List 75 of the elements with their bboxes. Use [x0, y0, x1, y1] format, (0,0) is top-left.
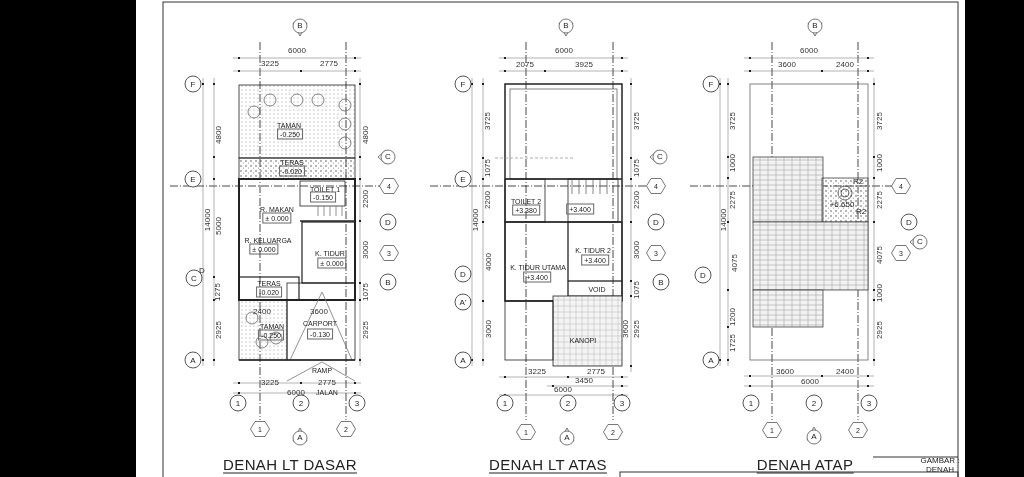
dimension-label: 1000 — [876, 284, 884, 302]
dimension-label: 14000 — [720, 208, 728, 232]
dimension-label: 3925 — [575, 61, 593, 69]
dimension-label: 3600 — [622, 320, 630, 338]
dimension-label: 3225 — [261, 379, 279, 387]
dimension-label: 4075 — [731, 254, 739, 272]
dimension-label: 3725 — [876, 112, 884, 130]
dimension-label: 2925 — [215, 321, 223, 339]
dimension-label: 6000 — [555, 47, 573, 55]
section-marker: C — [377, 146, 399, 168]
dimension-label: 14000 — [204, 208, 212, 232]
dimension-label: 2400 — [836, 368, 854, 376]
dimension-label: 2200 — [484, 191, 492, 209]
section-marker: B — [804, 15, 826, 37]
dimension-label: 6000 — [554, 386, 572, 394]
dimension-label: 3000 — [633, 241, 641, 259]
dimension-label: 6000 — [287, 389, 305, 397]
dimension-label: 1000 — [729, 154, 737, 172]
dimension-label: 3225 — [528, 368, 546, 376]
dimension-label: 2925 — [362, 321, 370, 339]
dimension-label: 2775 — [587, 368, 605, 376]
dimension-label: 3000 — [362, 241, 370, 259]
dimension-label: 4000 — [485, 253, 493, 271]
dimension-label: 2200 — [362, 190, 370, 208]
dimension-label: 2775 — [318, 379, 336, 387]
section-marker: B — [555, 15, 577, 37]
dimension-label: 6000 — [288, 47, 306, 55]
dimension-label: 2400 — [836, 61, 854, 69]
dimension-label: 1075 — [362, 283, 370, 301]
dimension-label: 6000 — [800, 47, 818, 55]
dimension-label: 1725 — [729, 334, 737, 352]
note-label: GAMBAR : — [920, 457, 960, 465]
dimension-label: 3225 — [261, 60, 279, 68]
dimension-label: 2925 — [876, 321, 884, 339]
note-label: R2 — [855, 208, 867, 216]
dimension-label: 3725 — [633, 112, 641, 130]
section-marker: C — [909, 231, 931, 253]
dimension-label: 3725 — [729, 112, 737, 130]
section-marker: B — [289, 15, 311, 37]
dimension-label: 2075 — [516, 61, 534, 69]
dimension-label: 3600 — [776, 368, 794, 376]
dimension-label: 4075 — [876, 246, 884, 264]
note-label: +6.650 — [829, 201, 855, 209]
dimension-label: 3600 — [778, 61, 796, 69]
note-label: R2 — [852, 178, 864, 186]
dimension-label: 3600 — [310, 308, 328, 316]
section-marker: A — [556, 427, 578, 449]
note-label: D — [199, 267, 205, 275]
dimension-label: 14000 — [472, 208, 480, 232]
dimension-label: 5000 — [215, 217, 223, 235]
drawing-title: DENAH LT ATAS — [489, 456, 607, 474]
section-marker: A — [289, 427, 311, 449]
dimension-label: 4800 — [362, 126, 370, 144]
dimension-label: 1075 — [484, 159, 492, 177]
dimension-label: 3000 — [485, 320, 493, 338]
dimension-label: 1075 — [633, 281, 641, 299]
dimension-label: 2200 — [633, 191, 641, 209]
section-marker: A — [803, 426, 825, 448]
dimension-label: 2275 — [729, 191, 737, 209]
dimension-label: 2275 — [876, 191, 884, 209]
dimension-label: 3725 — [484, 112, 492, 130]
drawing-title: DENAH LT DASAR — [223, 456, 357, 474]
dimension-label: 1000 — [876, 154, 884, 172]
note-label: DENAH — [926, 466, 954, 474]
section-marker: C — [649, 146, 671, 168]
dimension-label: 1275 — [214, 283, 222, 301]
drawing-title: DENAH ATAP — [756, 456, 854, 474]
dimension-label: 1200 — [729, 308, 737, 326]
dimension-label: 4800 — [215, 126, 223, 144]
dimension-label: 2925 — [633, 320, 641, 338]
dimension-label: 3450 — [575, 377, 593, 385]
dimension-label: 2775 — [320, 60, 338, 68]
dimension-label: 6000 — [801, 378, 819, 386]
dimension-label: 1075 — [633, 159, 641, 177]
dimension-label: 2400 — [253, 308, 271, 316]
